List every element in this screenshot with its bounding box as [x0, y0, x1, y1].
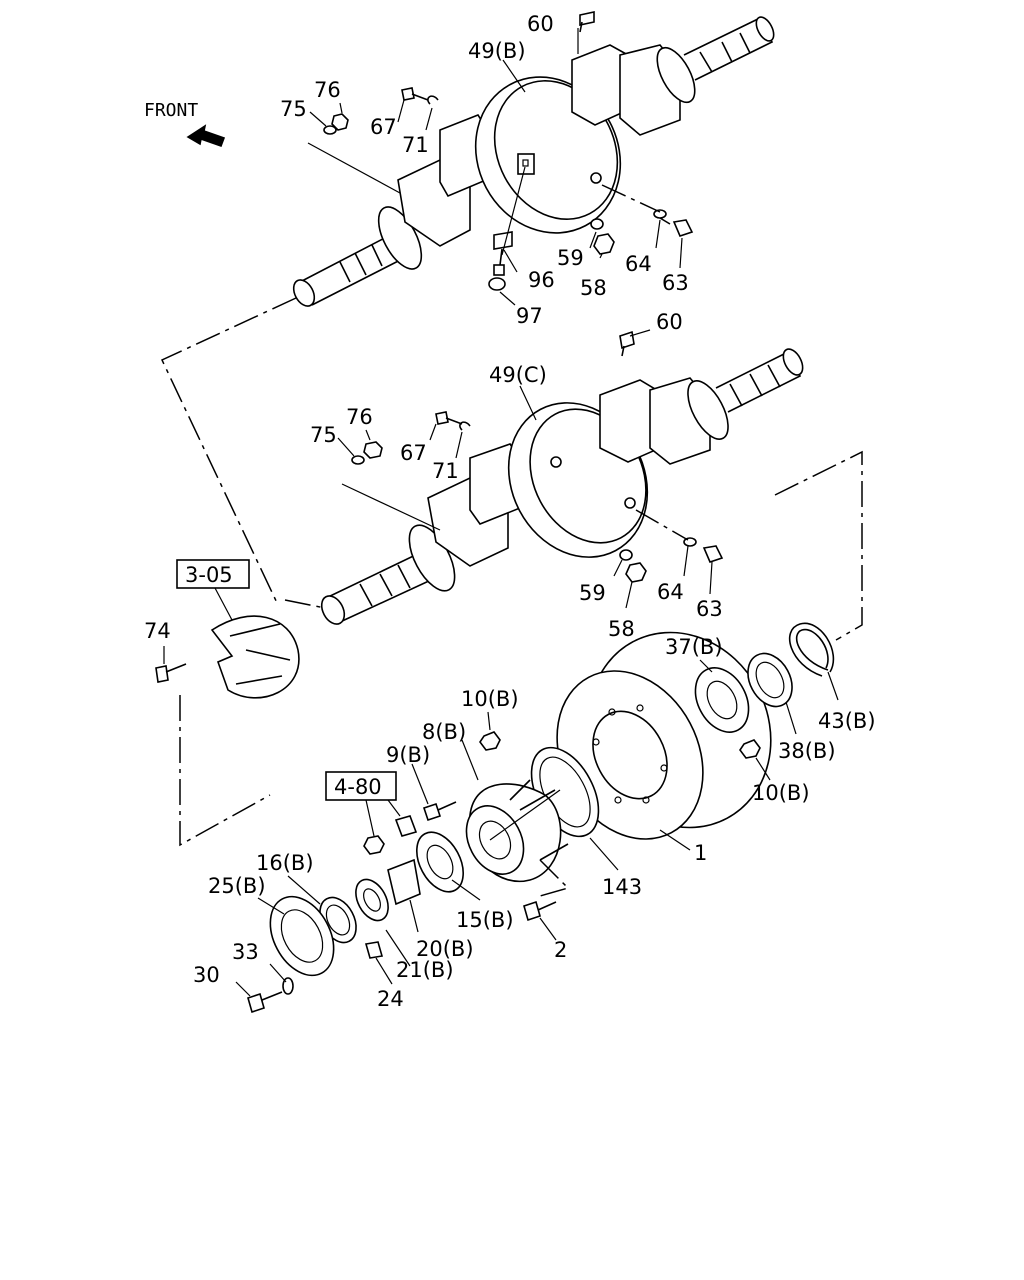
part-label-74: 74	[144, 619, 171, 643]
part-label-64: 64	[657, 580, 684, 604]
small-parts-top	[323, 11, 694, 255]
part-label-75: 75	[280, 97, 307, 121]
part-label-59: 59	[579, 581, 606, 605]
part-label-10b: 10(B)	[752, 781, 810, 805]
part-label-96: 96	[528, 268, 555, 292]
part-label-75: 75	[310, 423, 337, 447]
part-label-58: 58	[608, 617, 635, 641]
part-label-16b: 16(B)	[256, 851, 314, 875]
part-label-38b: 38(B)	[778, 739, 836, 763]
part-label-76: 76	[314, 78, 341, 102]
part-label-49b: 49(B)	[468, 39, 526, 63]
part-label-24: 24	[377, 987, 404, 1011]
part-label-143: 143	[602, 875, 642, 899]
front-label: FRONT	[144, 100, 198, 121]
part-label-97: 97	[516, 304, 543, 328]
part-label-59: 59	[557, 246, 584, 270]
assembly-lines	[160, 297, 863, 847]
part-label-63: 63	[662, 271, 689, 295]
axle-housing-top	[292, 16, 775, 307]
part-label-49c: 49(C)	[489, 363, 547, 387]
small-parts-middle	[351, 330, 724, 583]
part-label-33: 33	[232, 940, 259, 964]
ref-box-4-80[interactable]: 4-80	[325, 771, 397, 801]
ref-box-3-05[interactable]: 3-05	[176, 559, 250, 589]
part-label-30: 30	[193, 963, 220, 987]
part-label-63: 63	[696, 597, 723, 621]
axle-housing-middle	[320, 348, 804, 625]
leaders-bottom	[163, 587, 839, 997]
part-label-10b: 10(B)	[461, 687, 519, 711]
front-indicator: FRONT	[144, 100, 226, 148]
leaders-top	[307, 28, 683, 306]
part-label-60: 60	[656, 310, 683, 334]
part-label-67: 67	[370, 115, 397, 139]
part-label-37b: 37(B)	[665, 635, 723, 659]
front-arrow-icon	[186, 124, 226, 148]
ref-box-label: 4-80	[334, 775, 382, 799]
part-label-21b: 21(B)	[396, 958, 454, 982]
part-label-58: 58	[580, 276, 607, 300]
part-label-71: 71	[432, 459, 459, 483]
part-label-8b: 8(B)	[422, 720, 466, 744]
part-label-60: 60	[527, 12, 554, 36]
brake-and-hub	[155, 615, 835, 1014]
ref-box-label: 3-05	[185, 563, 233, 587]
part-label-76: 76	[346, 405, 373, 429]
part-label-67: 67	[400, 441, 427, 465]
part-label-43b: 43(B)	[818, 709, 876, 733]
part-label-71: 71	[402, 133, 429, 157]
part-labels: 60 49(B) 76 75 67 71 59 58 64 63 96 97 6…	[144, 12, 876, 1011]
leaders-middle	[337, 329, 713, 609]
part-label-15b: 15(B)	[456, 908, 514, 932]
part-label-9b: 9(B)	[386, 743, 430, 767]
part-label-25b: 25(B)	[208, 874, 266, 898]
part-label-64: 64	[625, 252, 652, 276]
part-label-20b: 20(B)	[416, 937, 474, 961]
part-label-2: 2	[554, 938, 567, 962]
part-label-1: 1	[694, 841, 707, 865]
